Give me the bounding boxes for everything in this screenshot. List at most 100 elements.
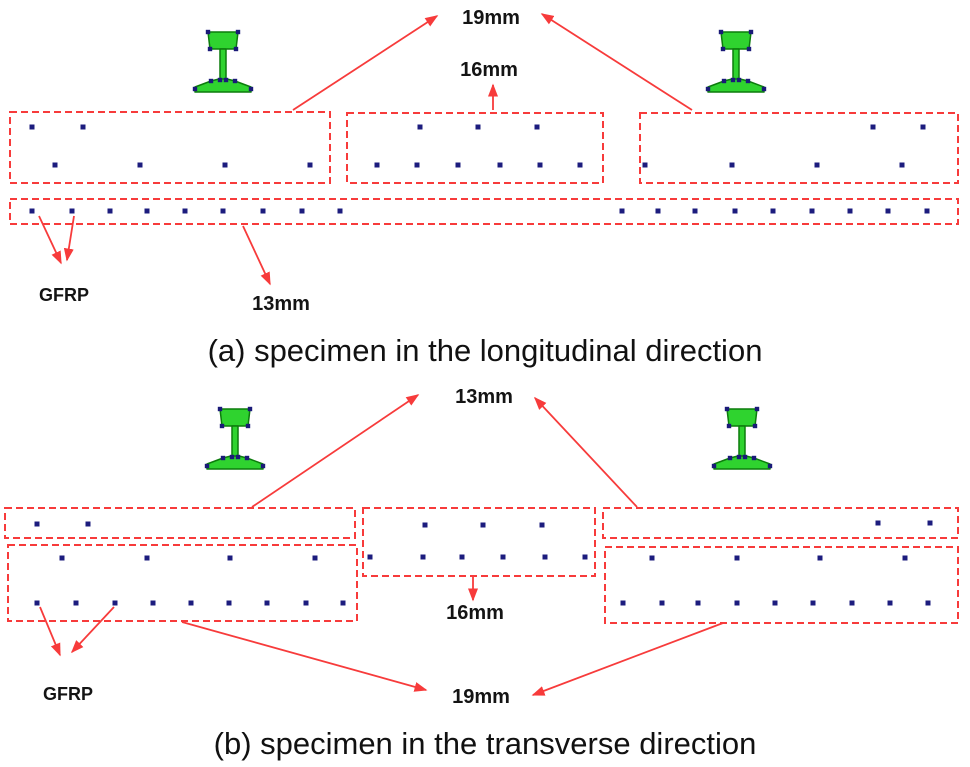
rebar-dot bbox=[809, 208, 815, 214]
annotation-arrow bbox=[38, 215, 62, 265]
annotation-arrow bbox=[531, 622, 724, 696]
rebar-dot bbox=[849, 600, 855, 606]
annotation-arrow bbox=[292, 15, 439, 111]
slab-outline bbox=[7, 544, 358, 622]
rebar-dot bbox=[695, 600, 701, 606]
steel-girder-icon bbox=[192, 29, 254, 93]
rebar-dot bbox=[337, 208, 343, 214]
rebar-dot bbox=[340, 600, 346, 606]
rebar-dot bbox=[659, 600, 665, 606]
rebar-dot bbox=[29, 208, 35, 214]
rebar-dot bbox=[642, 162, 648, 168]
rebar-dot bbox=[620, 600, 626, 606]
slab-outline bbox=[362, 507, 596, 577]
slab-outline bbox=[604, 546, 959, 624]
rebar-dot bbox=[655, 208, 661, 214]
caption-figure-b: (b) specimen in the transverse direction bbox=[213, 726, 757, 761]
rebar-dot bbox=[582, 554, 588, 560]
rebar-dot bbox=[220, 208, 226, 214]
annotation-arrow bbox=[181, 621, 428, 692]
label-gfrp-b: GFRP bbox=[42, 684, 94, 704]
rebar-dot bbox=[475, 124, 481, 130]
rebar-dot bbox=[692, 208, 698, 214]
rebar-dot bbox=[537, 162, 543, 168]
rebar-dot bbox=[414, 162, 420, 168]
rebar-dot bbox=[924, 208, 930, 214]
rebar-dot bbox=[577, 162, 583, 168]
rebar-dot bbox=[417, 124, 423, 130]
rebar-dot bbox=[29, 124, 35, 130]
steel-girder-icon bbox=[711, 406, 773, 470]
rebar-dot bbox=[150, 600, 156, 606]
rebar-dot bbox=[299, 208, 305, 214]
rebar-dot bbox=[814, 162, 820, 168]
rebar-dot bbox=[534, 124, 540, 130]
label-13mm-b: 13mm bbox=[455, 386, 513, 408]
rebar-dot bbox=[182, 208, 188, 214]
rebar-dot bbox=[226, 600, 232, 606]
steel-girder-icon bbox=[705, 29, 767, 93]
rebar-dot bbox=[734, 600, 740, 606]
label-19mm-a: 19mm bbox=[462, 7, 520, 29]
slab-outline bbox=[639, 112, 959, 184]
rebar-dot bbox=[542, 554, 548, 560]
rebar-dot bbox=[69, 208, 75, 214]
annotation-arrow bbox=[39, 606, 61, 657]
rebar-dot bbox=[307, 162, 313, 168]
rebar-dot bbox=[497, 162, 503, 168]
rebar-dot bbox=[367, 554, 373, 560]
rebar-dot bbox=[927, 520, 933, 526]
rebar-dot bbox=[422, 522, 428, 528]
rebar-dot bbox=[887, 600, 893, 606]
rebar-dot bbox=[885, 208, 891, 214]
annotation-arrow bbox=[242, 225, 271, 286]
rebar-dot bbox=[899, 162, 905, 168]
rebar-dot bbox=[112, 600, 118, 606]
rebar-dot bbox=[729, 162, 735, 168]
rebar-dot bbox=[649, 555, 655, 561]
figure-b-graphics bbox=[4, 394, 959, 696]
rebar-dot bbox=[80, 124, 86, 130]
label-16mm-a: 16mm bbox=[460, 59, 518, 81]
rebar-dot bbox=[459, 554, 465, 560]
rebar-dot bbox=[52, 162, 58, 168]
rebar-dot bbox=[420, 554, 426, 560]
label-16mm-b: 16mm bbox=[446, 602, 504, 624]
rebar-dot bbox=[188, 600, 194, 606]
rebar-dot bbox=[260, 208, 266, 214]
rebar-dot bbox=[734, 555, 740, 561]
rebar-dot bbox=[875, 520, 881, 526]
rebar-dot bbox=[810, 600, 816, 606]
rebar-dot bbox=[144, 555, 150, 561]
rebar-dot bbox=[264, 600, 270, 606]
rebar-dot bbox=[619, 208, 625, 214]
rebar-dot bbox=[772, 600, 778, 606]
annotation-arrow bbox=[540, 13, 693, 111]
steel-girder-icon bbox=[204, 406, 266, 470]
slab-outline bbox=[602, 507, 959, 539]
rebar-dot bbox=[847, 208, 853, 214]
rebar-dot bbox=[85, 521, 91, 527]
rebar-dot bbox=[770, 208, 776, 214]
rebar-dot bbox=[480, 522, 486, 528]
rebar-dot bbox=[107, 208, 113, 214]
slab-outline bbox=[9, 111, 331, 184]
label-gfrp-a: GFRP bbox=[38, 285, 90, 305]
slab-outline bbox=[346, 112, 604, 184]
annotation-arrow bbox=[63, 215, 75, 262]
rebar-dot bbox=[303, 600, 309, 606]
figure-a-graphics bbox=[9, 13, 959, 286]
rebar-dot bbox=[817, 555, 823, 561]
rebar-dot bbox=[902, 555, 908, 561]
rebar-dot bbox=[73, 600, 79, 606]
rebar-dot bbox=[144, 208, 150, 214]
rebar-dot bbox=[222, 162, 228, 168]
rebar-dot bbox=[374, 162, 380, 168]
rebar-dot bbox=[59, 555, 65, 561]
annotation-arrow bbox=[251, 394, 420, 508]
rebar-dot bbox=[34, 521, 40, 527]
rebar-dot bbox=[732, 208, 738, 214]
rebar-dot bbox=[539, 522, 545, 528]
